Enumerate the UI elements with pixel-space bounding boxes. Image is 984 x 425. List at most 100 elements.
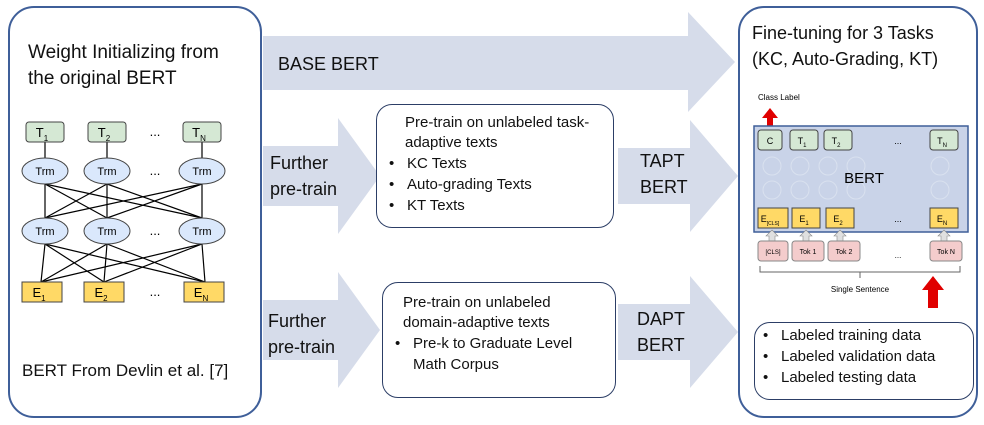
bert-architecture-figure: T1 T2 ... TN Trm Trm ... Trm Trm Trm ...… <box>21 121 226 303</box>
dapt-text-list: Pre-k to Graduate Level Math Corpus <box>387 333 605 375</box>
output-token-label: TN <box>192 125 206 143</box>
dapt-pretrain-box: Pre-train on unlabeled domain-adaptive t… <box>382 282 616 398</box>
output-token-box <box>87 121 127 143</box>
trm-label: Trm <box>97 226 116 238</box>
finetune-output-box <box>929 129 959 151</box>
finetune-output-label: TN <box>937 136 947 149</box>
further-pretrain-arrow-2 <box>263 272 380 388</box>
finetune-embedding-label: E[CLS] <box>761 214 780 227</box>
output-token-box <box>182 121 222 143</box>
data-input-arrow <box>922 276 944 308</box>
single-sentence-label: Single Sentence <box>831 285 890 294</box>
transformer-upper-row: Trm Trm ... Trm <box>21 157 226 185</box>
labeled-data-list: Labeled training data Labeled validation… <box>755 325 969 388</box>
finetuning-title: Fine-tuning for 3 Tasks (KC, Auto-Gradin… <box>752 23 939 69</box>
embedding-box <box>21 281 63 303</box>
trm-node <box>178 157 226 185</box>
trm-label: Trm <box>35 166 54 178</box>
tapt-text-list: KC Texts Auto-grading Texts KT Texts <box>381 153 603 216</box>
further-pretrain-arrow-1 <box>263 118 380 234</box>
finetune-bert-figure: Class Label BERT C T1 T2 ... TN E[CLS] E… <box>753 93 969 308</box>
input-token-label: Tok 1 <box>800 249 817 256</box>
trm-node <box>21 217 69 245</box>
finetune-embedding-ellipsis: ... <box>894 214 902 224</box>
finetune-embedding-box <box>757 207 789 229</box>
bert-body-label: BERT <box>844 170 884 187</box>
original-bert-title: Weight Initializing from the original BE… <box>28 42 219 89</box>
finetune-embedding-box <box>929 207 959 229</box>
input-token-ellipsis: ... <box>895 251 902 260</box>
finetune-embedding-box <box>825 207 855 229</box>
trm-label: Trm <box>35 226 54 238</box>
embedding-label: E1 <box>32 285 46 303</box>
finetune-embedding-label: E2 <box>833 214 843 227</box>
further-pretrain-label-1: Further pre-train <box>270 153 338 199</box>
input-token-label: Tok 2 <box>836 249 853 256</box>
trm-node <box>178 217 226 245</box>
labeled-data-box: Labeled training data Labeled validation… <box>754 322 974 400</box>
input-token-box <box>929 240 963 262</box>
base-bert-label: BASE BERT <box>278 54 379 74</box>
embedding-box <box>183 281 225 303</box>
embedding-label: EN <box>194 285 209 303</box>
finetune-embedding-label: EN <box>937 214 947 227</box>
trm-node <box>83 217 131 245</box>
original-bert-panel <box>8 6 262 418</box>
tapt-text-item: KT Texts <box>381 195 603 216</box>
finetune-embedding-row: E[CLS] E1 E2 ... EN <box>757 207 959 229</box>
tapt-pretrain-box: Pre-train on unlabeled task-adaptive tex… <box>376 104 614 228</box>
input-token-box <box>791 240 825 262</box>
tapt-bert-arrow <box>618 120 738 232</box>
input-token-label: Tok N <box>937 249 955 256</box>
finetune-output-label: C <box>767 136 774 146</box>
trm-ellipsis: ... <box>150 163 161 178</box>
class-label-arrow <box>762 108 778 126</box>
transformer-lower-row: Trm Trm ... Trm <box>21 217 226 245</box>
finetune-output-box <box>757 129 783 151</box>
dapt-bert-arrow <box>618 276 738 388</box>
original-bert-caption: BERT From Devlin et al. [7] <box>22 361 229 380</box>
output-token-ellipsis: ... <box>150 124 161 139</box>
finetune-output-label: T2 <box>832 136 842 149</box>
labeled-data-item: Labeled testing data <box>755 367 969 388</box>
embedding-box <box>83 281 125 303</box>
class-label-text: Class Label <box>758 93 800 102</box>
trm-label: Trm <box>192 226 211 238</box>
output-token-box <box>25 121 65 143</box>
finetune-embedding-box <box>791 207 821 229</box>
input-token-label: [CLS] <box>765 250 780 256</box>
tapt-text-item: KC Texts <box>381 153 603 174</box>
embedding-label: E2 <box>94 285 108 303</box>
trm-ellipsis: ... <box>150 223 161 238</box>
finetune-output-ellipsis: ... <box>894 136 902 146</box>
finetune-output-box <box>789 129 819 151</box>
finetune-output-box <box>823 129 853 151</box>
base-bert-arrow <box>263 12 735 112</box>
labeled-data-item: Labeled training data <box>755 325 969 346</box>
finetune-input-row: [CLS] Tok 1 Tok 2 ... Tok N <box>757 240 963 262</box>
dapt-text-item: Pre-k to Graduate Level Math Corpus <box>387 333 573 375</box>
trm-label: Trm <box>192 166 211 178</box>
embedding-ellipsis: ... <box>150 284 161 299</box>
dapt-pretrain-title: Pre-train on unlabeled domain-adaptive t… <box>403 294 551 331</box>
sentence-bracket <box>759 266 961 278</box>
tapt-bert-label: TAPT BERT <box>640 151 688 197</box>
trm-label: Trm <box>97 166 116 178</box>
finetune-output-row: C T1 T2 ... TN <box>757 129 959 151</box>
output-token-row: T1 T2 ... TN <box>25 121 222 143</box>
input-token-box <box>827 240 861 262</box>
finetune-embedding-label: E1 <box>799 214 809 227</box>
output-token-label: T2 <box>98 125 111 143</box>
tapt-text-item: Auto-grading Texts <box>381 174 603 195</box>
finetune-output-label: T1 <box>798 136 808 149</box>
input-token-box <box>757 240 789 262</box>
tapt-pretrain-title: Pre-train on unlabeled task-adaptive tex… <box>405 114 590 151</box>
further-pretrain-label-2: Further pre-train <box>268 311 336 357</box>
dapt-bert-label: DAPT BERT <box>637 309 685 355</box>
trm-node <box>21 157 69 185</box>
trm-node <box>83 157 131 185</box>
embedding-row: E1 E2 ... EN <box>21 281 225 303</box>
output-token-label: T1 <box>36 125 49 143</box>
labeled-data-item: Labeled validation data <box>755 346 969 367</box>
